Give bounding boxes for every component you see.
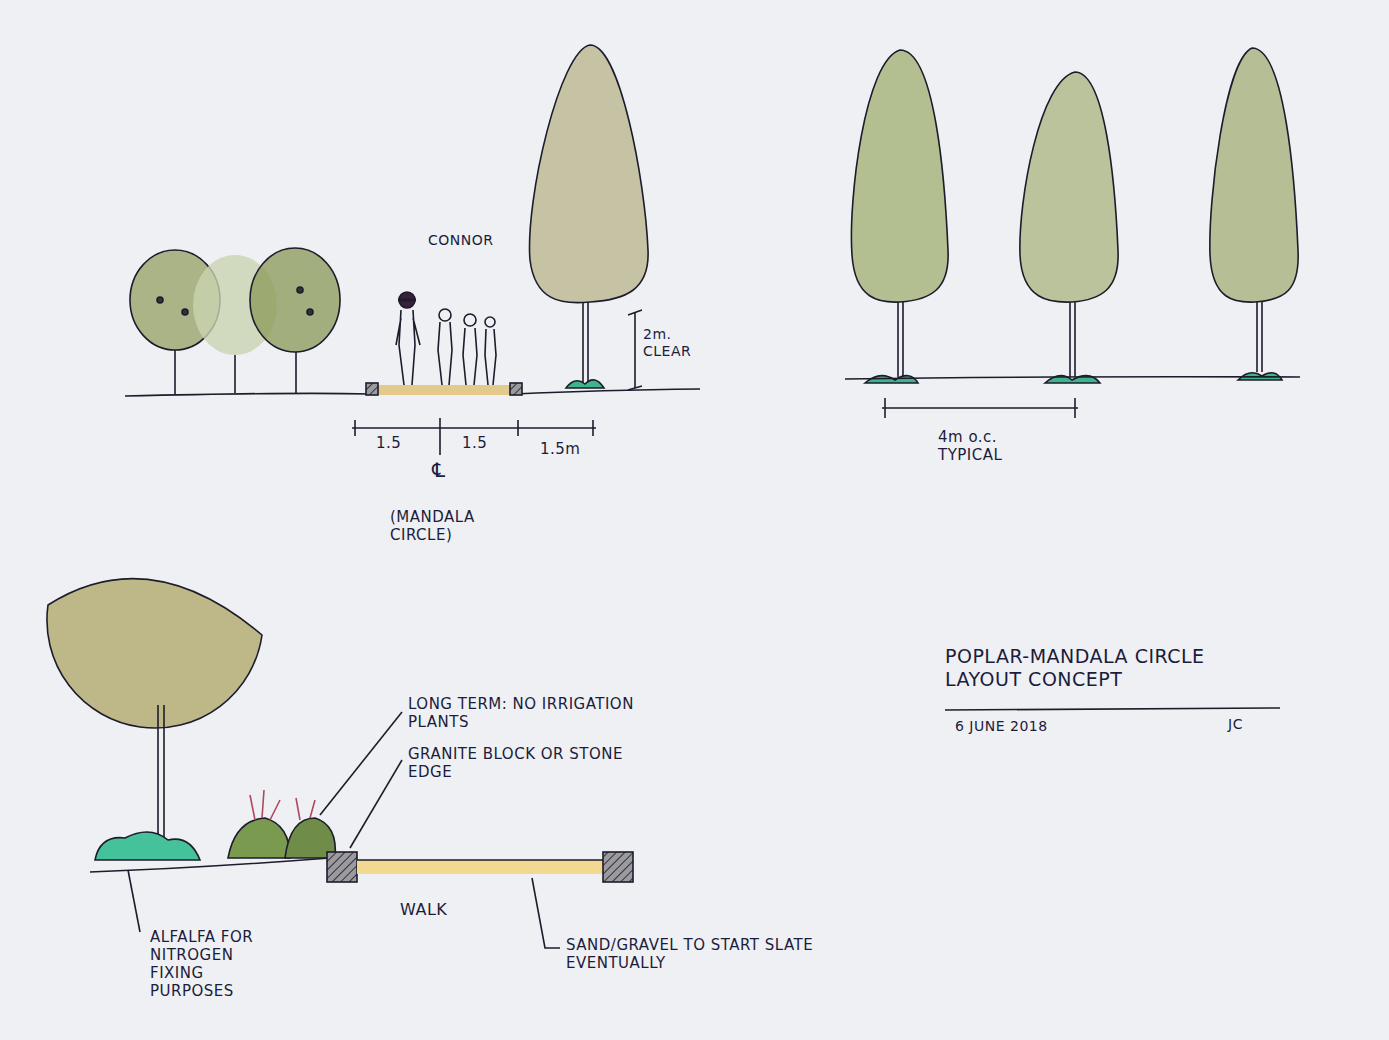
centerline-symbol: ℄ <box>432 458 462 482</box>
callout-note: ALFALFA FOR NITROGEN FIXING PURPOSES <box>150 928 290 1000</box>
callout-note: SAND/GRAVEL TO START SLATE EVENTUALLY <box>566 936 816 972</box>
signature: JC <box>1228 716 1278 733</box>
dimension-label: 1.5 <box>376 434 416 452</box>
dimension-label: 2m. CLEAR <box>643 326 713 360</box>
dimension-label: 1.5m <box>540 440 600 458</box>
dimension-label: 4m o.c. TYPICAL <box>938 428 1048 464</box>
part-label: WALK <box>400 900 480 919</box>
dimension-label: 1.5 <box>462 434 502 452</box>
sheet-title: POPLAR-MANDALA CIRCLE LAYOUT CONCEPT <box>945 645 1285 691</box>
name-label: CONNOR <box>428 232 548 249</box>
callout-note: GRANITE BLOCK OR STONE EDGE <box>408 745 653 781</box>
note-label: (MANDALA CIRCLE) <box>390 508 500 544</box>
date-label: 6 JUNE 2018 <box>955 718 1135 735</box>
callout-note: LONG TERM: NO IRRIGATION PLANTS <box>408 695 663 731</box>
